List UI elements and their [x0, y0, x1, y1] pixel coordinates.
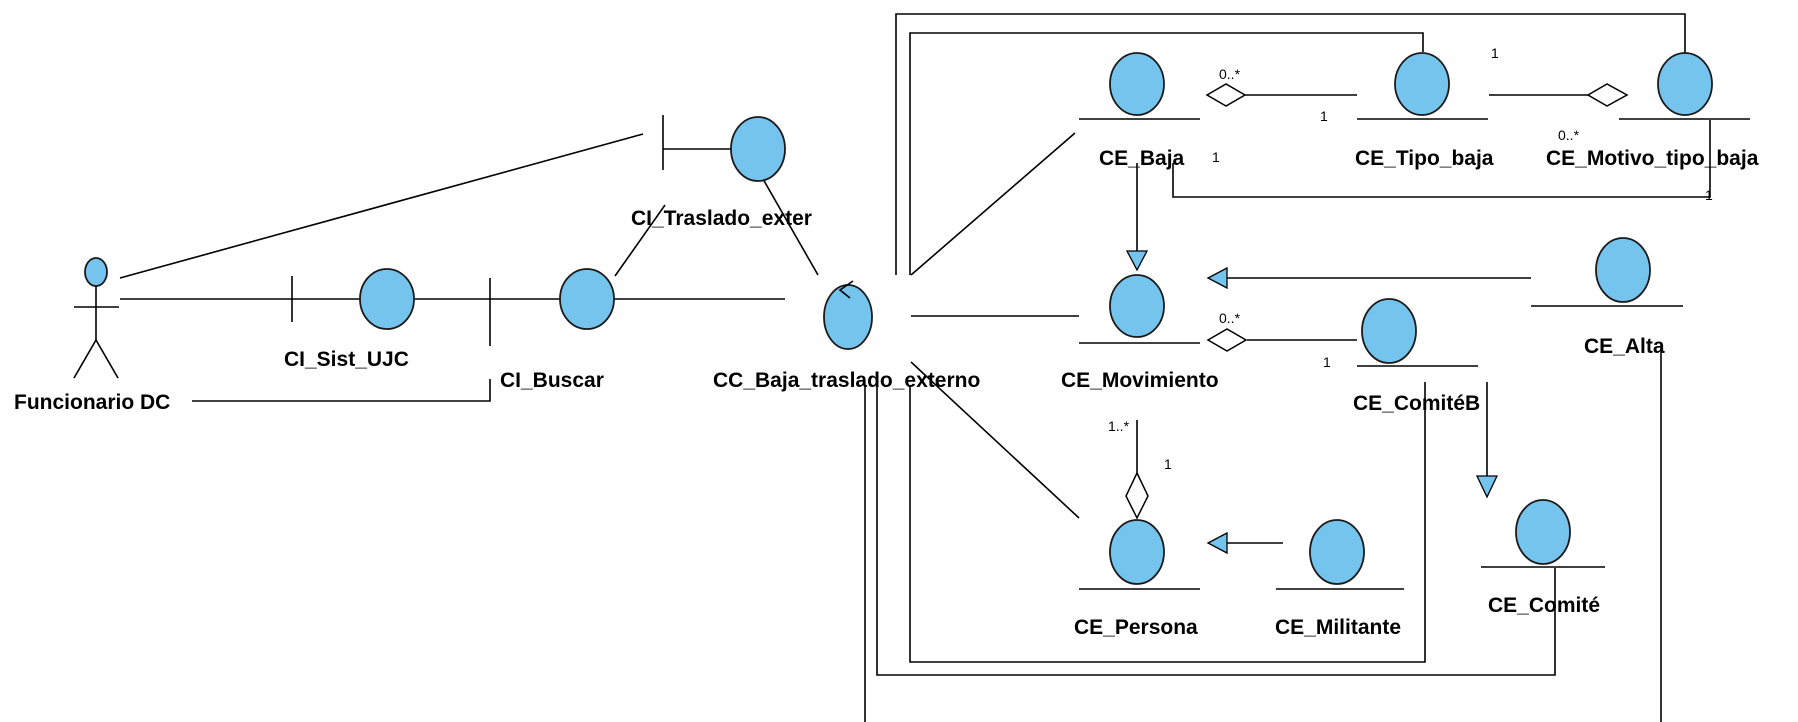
- assoc-baja-motivo: [1172, 120, 1711, 198]
- stick-figure-actor-icon: [73, 257, 119, 379]
- multiplicity-label: 1: [1323, 354, 1331, 370]
- boundary-label: CI_Sist_UJC: [284, 348, 409, 371]
- generalization-arrow-icon: [1125, 250, 1149, 272]
- association-lines: [119, 13, 1711, 722]
- entity-class-icon: [1079, 519, 1200, 590]
- boundary-class-icon: [662, 115, 786, 182]
- multiplicity-label: 1: [1705, 187, 1713, 203]
- entity-label: CE_Militante: [1275, 616, 1401, 639]
- entity-label: CE_Movimiento: [1061, 369, 1219, 392]
- aggregation-diamond-icon: [1206, 328, 1248, 352]
- entity-ce-movimiento: CE_Movimiento: [1061, 274, 1219, 392]
- link-actor-buscar: [192, 379, 491, 402]
- multiplicity-label: 1..*: [1108, 418, 1130, 434]
- entity-ce-comite: CE_Comité: [1481, 499, 1605, 617]
- control-class-icon: [823, 280, 873, 350]
- link-buscar-traslado: [614, 204, 666, 277]
- generalization-arrow-icon: [1206, 531, 1228, 555]
- multiplicity-label: 1: [1164, 456, 1172, 472]
- generalization-arrow-icon: [1475, 475, 1499, 499]
- multiplicity-label: 0..*: [1219, 66, 1241, 82]
- link-control-tipo-loop: [909, 32, 1424, 275]
- link-traslado-control: [754, 164, 819, 276]
- entity-ce-tipo-baja: CE_Tipo_baja: [1355, 52, 1494, 170]
- multiplicity-label: 0..*: [1219, 310, 1241, 326]
- boundary-label: CI_Buscar: [500, 369, 604, 392]
- entity-ce-comiteb: CE_ComitéB: [1353, 298, 1480, 415]
- entity-class-icon: [1357, 298, 1478, 367]
- link-control-motivo-loop: [895, 13, 1686, 275]
- entity-label: CE_Comité: [1488, 594, 1600, 617]
- boundary-label: CI_Traslado_exter: [631, 207, 812, 230]
- multiplicity-label: 1: [1491, 45, 1499, 61]
- boundary-class-icon: [489, 268, 615, 346]
- entity-label: CE_Persona: [1074, 616, 1198, 639]
- entity-class-icon: [1619, 52, 1750, 120]
- entity-label: CE_Alta: [1584, 335, 1665, 358]
- entity-ce-baja: CE_Baja: [1079, 52, 1200, 170]
- boundary-class-icon: [291, 268, 415, 330]
- entity-label: CE_ComitéB: [1353, 392, 1480, 415]
- boundary-ci-sist-ujc: CI_Sist_UJC: [284, 268, 415, 371]
- generalization-arrow-icon: [1206, 266, 1228, 290]
- actor-funcionario-dc: Funcionario DC: [14, 257, 170, 414]
- link-control-comite-loop: [876, 385, 1556, 676]
- multiplicity-label: 0..*: [1558, 127, 1580, 143]
- entity-ce-persona: CE_Persona: [1074, 519, 1200, 639]
- link-control-persona: [910, 361, 1080, 519]
- actor-label: Funcionario DC: [14, 391, 170, 414]
- multiplicity-labels: 0..* 1 1 0..* 1 1 0..* 1 1..* 1: [1108, 45, 1713, 472]
- link-actor-traslado: [119, 133, 644, 279]
- entity-class-icon: [1079, 52, 1200, 120]
- link-control-baja: [910, 132, 1076, 276]
- entity-label: CE_Motivo_tipo_baja: [1546, 147, 1759, 170]
- entity-ce-motivo-tipo-baja: CE_Motivo_tipo_baja: [1546, 52, 1759, 170]
- aggregation-diamond-icon: [1586, 83, 1629, 107]
- entity-label: CE_Tipo_baja: [1355, 147, 1494, 170]
- control-label: CC_Baja_traslado_externo: [713, 369, 980, 392]
- entity-label: CE_Baja: [1099, 147, 1185, 170]
- entity-ce-alta: CE_Alta: [1531, 237, 1683, 358]
- link-control-comiteb-loop: [909, 382, 1426, 663]
- entity-ce-militante: CE_Militante: [1275, 519, 1404, 639]
- control-cc-baja-traslado-externo: CC_Baja_traslado_externo: [713, 280, 980, 392]
- multiplicity-label: 1: [1212, 149, 1220, 165]
- entity-class-icon: [1276, 519, 1404, 590]
- entity-class-icon: [1481, 499, 1605, 568]
- multiplicity-label: 1: [1320, 108, 1328, 124]
- boundary-ci-buscar: CI_Buscar: [489, 268, 615, 392]
- entity-class-icon: [1357, 52, 1488, 120]
- relationship-markers: [1125, 83, 1629, 555]
- entity-class-icon: [1079, 274, 1200, 344]
- boundary-ci-traslado-exter: CI_Traslado_exter: [631, 115, 812, 230]
- aggregation-diamond-icon: [1205, 83, 1247, 107]
- entity-class-icon: [1531, 237, 1683, 307]
- aggregation-diamond-icon: [1125, 471, 1149, 520]
